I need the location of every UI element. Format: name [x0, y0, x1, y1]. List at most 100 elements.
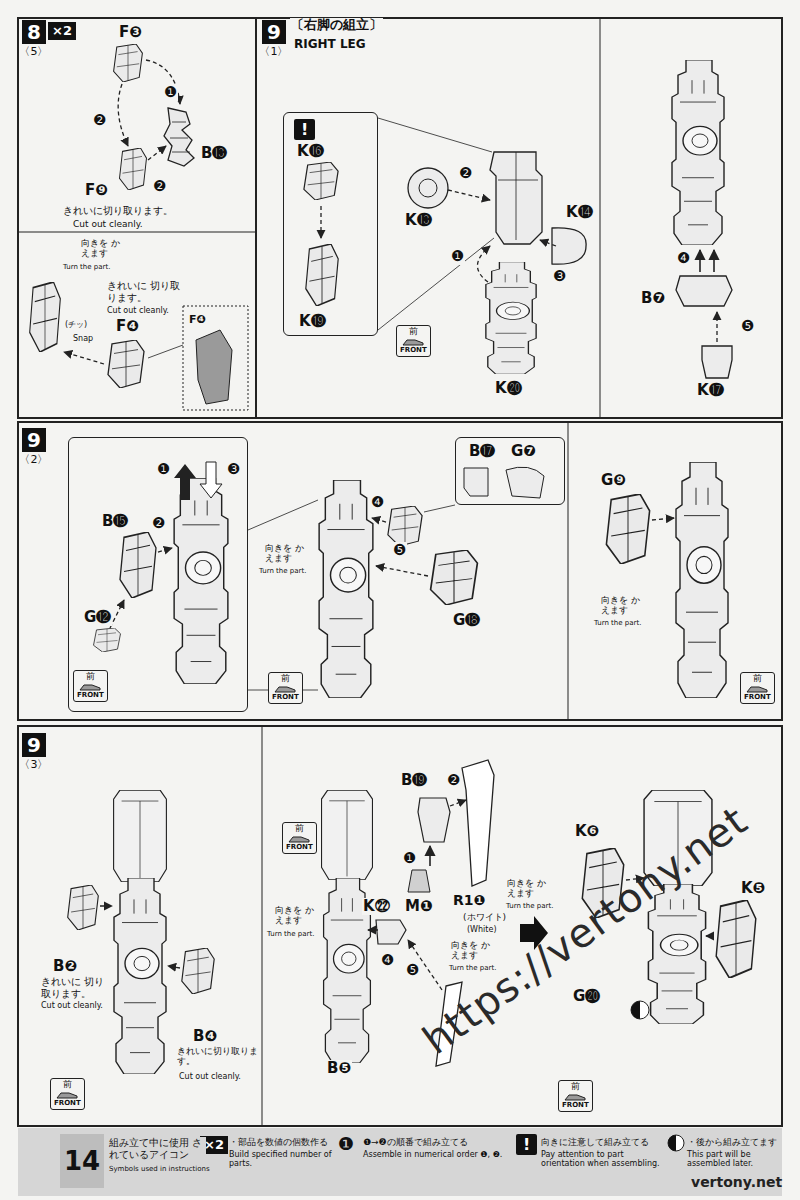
note-text: きれいに 切り取ります。 [40, 976, 112, 999]
part-illustration [30, 282, 61, 352]
leader-line [424, 505, 455, 512]
part-illustration [498, 152, 538, 240]
note-text: 向きを かえます [264, 543, 310, 564]
part-illustration [196, 330, 232, 404]
part-illustration [319, 480, 373, 698]
step-number: 〈1〉 [259, 45, 288, 58]
part-illustration [304, 162, 338, 200]
front-symbol [403, 340, 423, 345]
part-label: B⓱ [468, 443, 496, 460]
assembly-arrow [64, 352, 104, 364]
front-text: 前 [63, 1080, 72, 1090]
callout-number: ❹ [370, 494, 385, 511]
part-label: K⓭ [404, 212, 433, 229]
part-label: K⓴ [494, 380, 523, 397]
panel-divider [600, 18, 601, 418]
part-label: B❹ [192, 1028, 218, 1045]
panel-divider [18, 232, 256, 233]
step-number: 8 [22, 20, 46, 44]
front-symbol [565, 1095, 585, 1100]
part-illustration [716, 900, 756, 978]
part-illustration [418, 798, 450, 842]
step-heading: RIGHT LEG [293, 38, 367, 52]
front-symbol [78, 682, 102, 692]
part-label: ❸ [226, 461, 241, 478]
part-label: B⓳ [400, 772, 428, 789]
push-arrow [699, 250, 701, 272]
assembly-arrow [64, 60, 717, 990]
legend-text: 組み立て中に使用 されているアイコン [108, 1137, 206, 1160]
part-illustration [322, 790, 373, 880]
assembly-arrow [706, 935, 714, 936]
legend-text: ・部品を数値の個数作る [228, 1137, 329, 1147]
legend-text: Assemble in numerical order ❶, ❷. [362, 1150, 514, 1159]
part-illustration [431, 550, 478, 605]
step-number-box: 9〈3〉 [22, 733, 46, 757]
part-illustration [114, 878, 166, 1074]
part-illustration [408, 168, 448, 208]
note-text: (ホワイト) [462, 912, 507, 922]
legend-text: 向きに注意して組み立てる [540, 1137, 650, 1147]
legend-text: ・後から組み立てます [686, 1137, 778, 1147]
part-illustration [490, 152, 542, 244]
part-illustration [174, 464, 196, 500]
part-label: B❺ [326, 1060, 352, 1077]
part-illustration [388, 506, 422, 546]
caution-icon: ! [516, 1134, 537, 1155]
callout-number: ❺ [740, 318, 755, 335]
part-label: F❹ [188, 314, 207, 327]
part-label: K❺ [740, 880, 766, 897]
note-text: Cut out cleanly. [40, 1001, 104, 1010]
front-icon: 前 FRONT [740, 672, 775, 704]
step-number: 〈2〉 [19, 453, 48, 466]
front-text: FRONT [744, 694, 771, 702]
callout-number: ❶ [402, 850, 417, 867]
order-icon: ❶ [338, 1134, 354, 1154]
assembly-arrow [118, 84, 128, 146]
panel-frame [256, 18, 782, 418]
page-number: 14 [60, 1146, 104, 1176]
assembly-arrow [477, 246, 490, 282]
leader-line [378, 118, 492, 152]
legend-text: Pay attention to part orientation when a… [540, 1150, 667, 1168]
front-symbol [401, 337, 425, 347]
front-icon: 前FRONT [50, 1078, 85, 1110]
part-label: R1❶ [452, 892, 486, 908]
part-illustration [108, 340, 144, 388]
note-text: Cut out cleanly. [178, 1072, 242, 1081]
part-label: G⓬ [83, 609, 112, 626]
part-illustration [462, 760, 494, 886]
front-text: FRONT [562, 1102, 589, 1110]
part-illustration [408, 870, 430, 892]
note-text: Snap [72, 334, 94, 343]
front-icon: 前FRONT [558, 1080, 593, 1112]
note-text: Turn the part. [258, 567, 307, 575]
part-illustration [419, 179, 437, 197]
assembly-arrow [168, 966, 180, 968]
front-symbol [57, 1093, 77, 1098]
panel-frame [18, 18, 782, 1126]
part-label: F❸ [118, 24, 143, 41]
page-number-box: 14 [60, 1134, 104, 1188]
callout-number: ❷ [92, 112, 107, 129]
detail-frame [183, 306, 248, 410]
step-number-box: 9〈2〉 [22, 428, 46, 452]
caution-mark: ! [516, 1134, 537, 1155]
front-text: 前 [281, 674, 290, 684]
legend-text: This part will be assembled later. [686, 1150, 780, 1168]
order-number: ❶ [338, 1134, 354, 1154]
part-illustration [506, 467, 544, 498]
part-illustration [68, 885, 99, 930]
part-illustration [464, 468, 488, 496]
note-text: Turn the part. [593, 619, 642, 627]
front-symbol [80, 685, 100, 690]
note-text: 向きを かえます [600, 595, 646, 616]
front-icon: 前FRONT [282, 822, 317, 854]
caution-mark: ! [294, 119, 315, 140]
front-text: 前 [753, 674, 762, 684]
callout-number: ❷ [152, 178, 167, 195]
part-illustration [672, 60, 724, 245]
panel-divider [262, 726, 263, 1126]
part-illustration [606, 494, 649, 564]
part-label: G❾ [600, 472, 627, 489]
